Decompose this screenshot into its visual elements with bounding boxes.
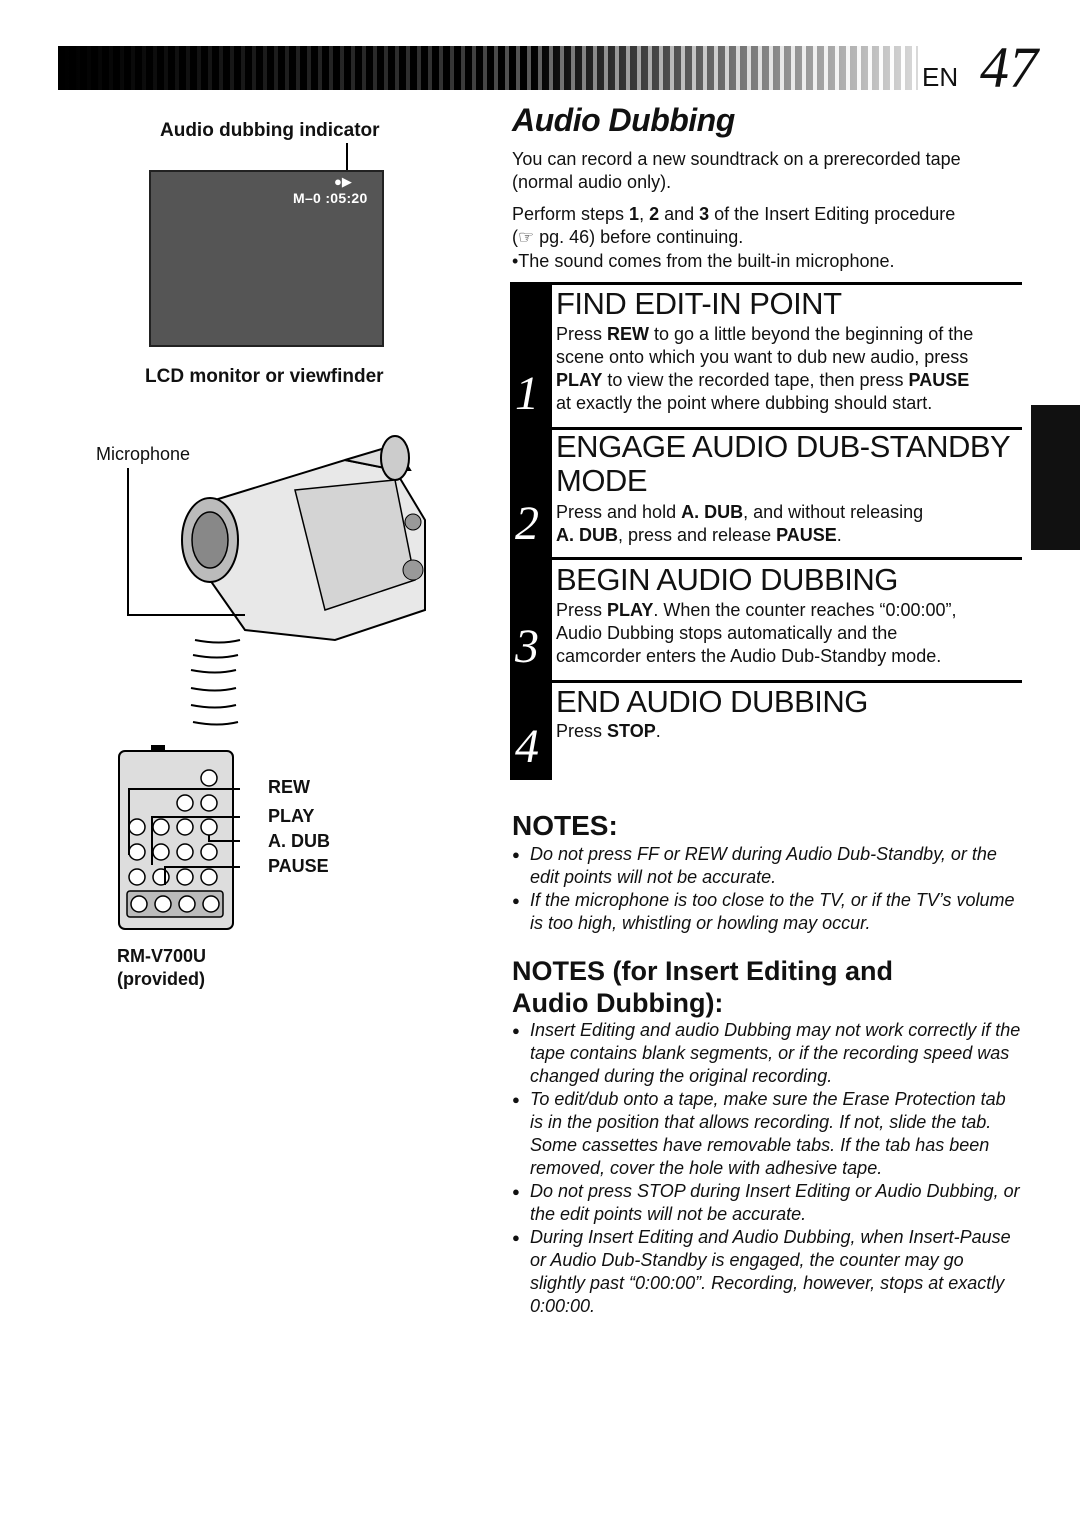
step-3-text: Press PLAY. When the counter reaches “0:… [556,600,957,666]
language-label: EN [922,62,959,92]
remote-provided: (provided) [117,969,205,989]
indicator-leader-line [346,143,348,177]
header-bar-fade [58,46,918,90]
note-item: To edit/dub onto a tape, make sure the E… [512,1088,1022,1180]
remote-label-play: PLAY [268,806,315,826]
step-1-heading: FIND EDIT-IN POINT [556,286,842,321]
step-4-text: Press STOP. [556,721,661,741]
step-1-rule [552,282,1022,285]
intro-paragraph: You can record a new soundtrack on a pre… [512,149,961,192]
notes-insert-editing-list: Insert Editing and audio Dubbing may not… [512,1019,1022,1318]
step-number-4: 4 [510,680,552,780]
step-1-text: Press REW to go a little beyond the begi… [556,324,974,413]
step-number-3: 3 [510,557,552,680]
step-3-rule [552,557,1022,560]
section-tab [1031,405,1080,550]
step-number-1: 1 [510,282,552,427]
camcorder-illustration [127,435,426,726]
intro-microphone-note: •The sound comes from the built-in micro… [512,251,895,271]
remote-model: RM-V700U [117,946,207,966]
intro-steps-paragraph: Perform steps 1, 2 and 3 of the Insert E… [512,204,956,247]
notes-heading: NOTES: [512,810,618,841]
remote-label-rew: REW [268,777,310,797]
remote-label-a-dub: A. DUB [268,831,330,851]
step-4-heading: END AUDIO DUBBING [556,684,868,719]
page-number: 47 [980,35,1038,100]
lcd-monitor-label: LCD monitor or viewfinder [145,366,384,387]
lcd-screen-illustration [149,170,384,347]
step-number-2: 2 [510,427,552,557]
note-item: Insert Editing and audio Dubbing may not… [512,1019,1022,1088]
page-title: Audio Dubbing [512,102,735,138]
step-4-rule [552,680,1022,683]
note-item: If the microphone is too close to the TV… [512,889,1022,935]
note-item: During Insert Editing and Audio Dubbing,… [512,1226,1022,1318]
remote-control-illustration [118,745,240,930]
dubbing-indicator-icon: ●▶ [334,174,352,189]
audio-dubbing-indicator-label: Audio dubbing indicator [160,120,380,141]
step-2-rule [552,427,1022,430]
notes-list: Do not press FF or REW during Audio Dub-… [512,843,1022,935]
step-2-text: Press and hold A. DUB, and without relea… [556,502,924,545]
step-3-heading: BEGIN AUDIO DUBBING [556,562,898,597]
remote-label-pause: PAUSE [268,856,329,876]
lcd-counter-readout: M–0 :05:20 [293,190,368,206]
note-item: Do not press STOP during Insert Editing … [512,1180,1022,1226]
note-item: Do not press FF or REW during Audio Dub-… [512,843,1022,889]
microphone-label: Microphone [96,444,191,464]
